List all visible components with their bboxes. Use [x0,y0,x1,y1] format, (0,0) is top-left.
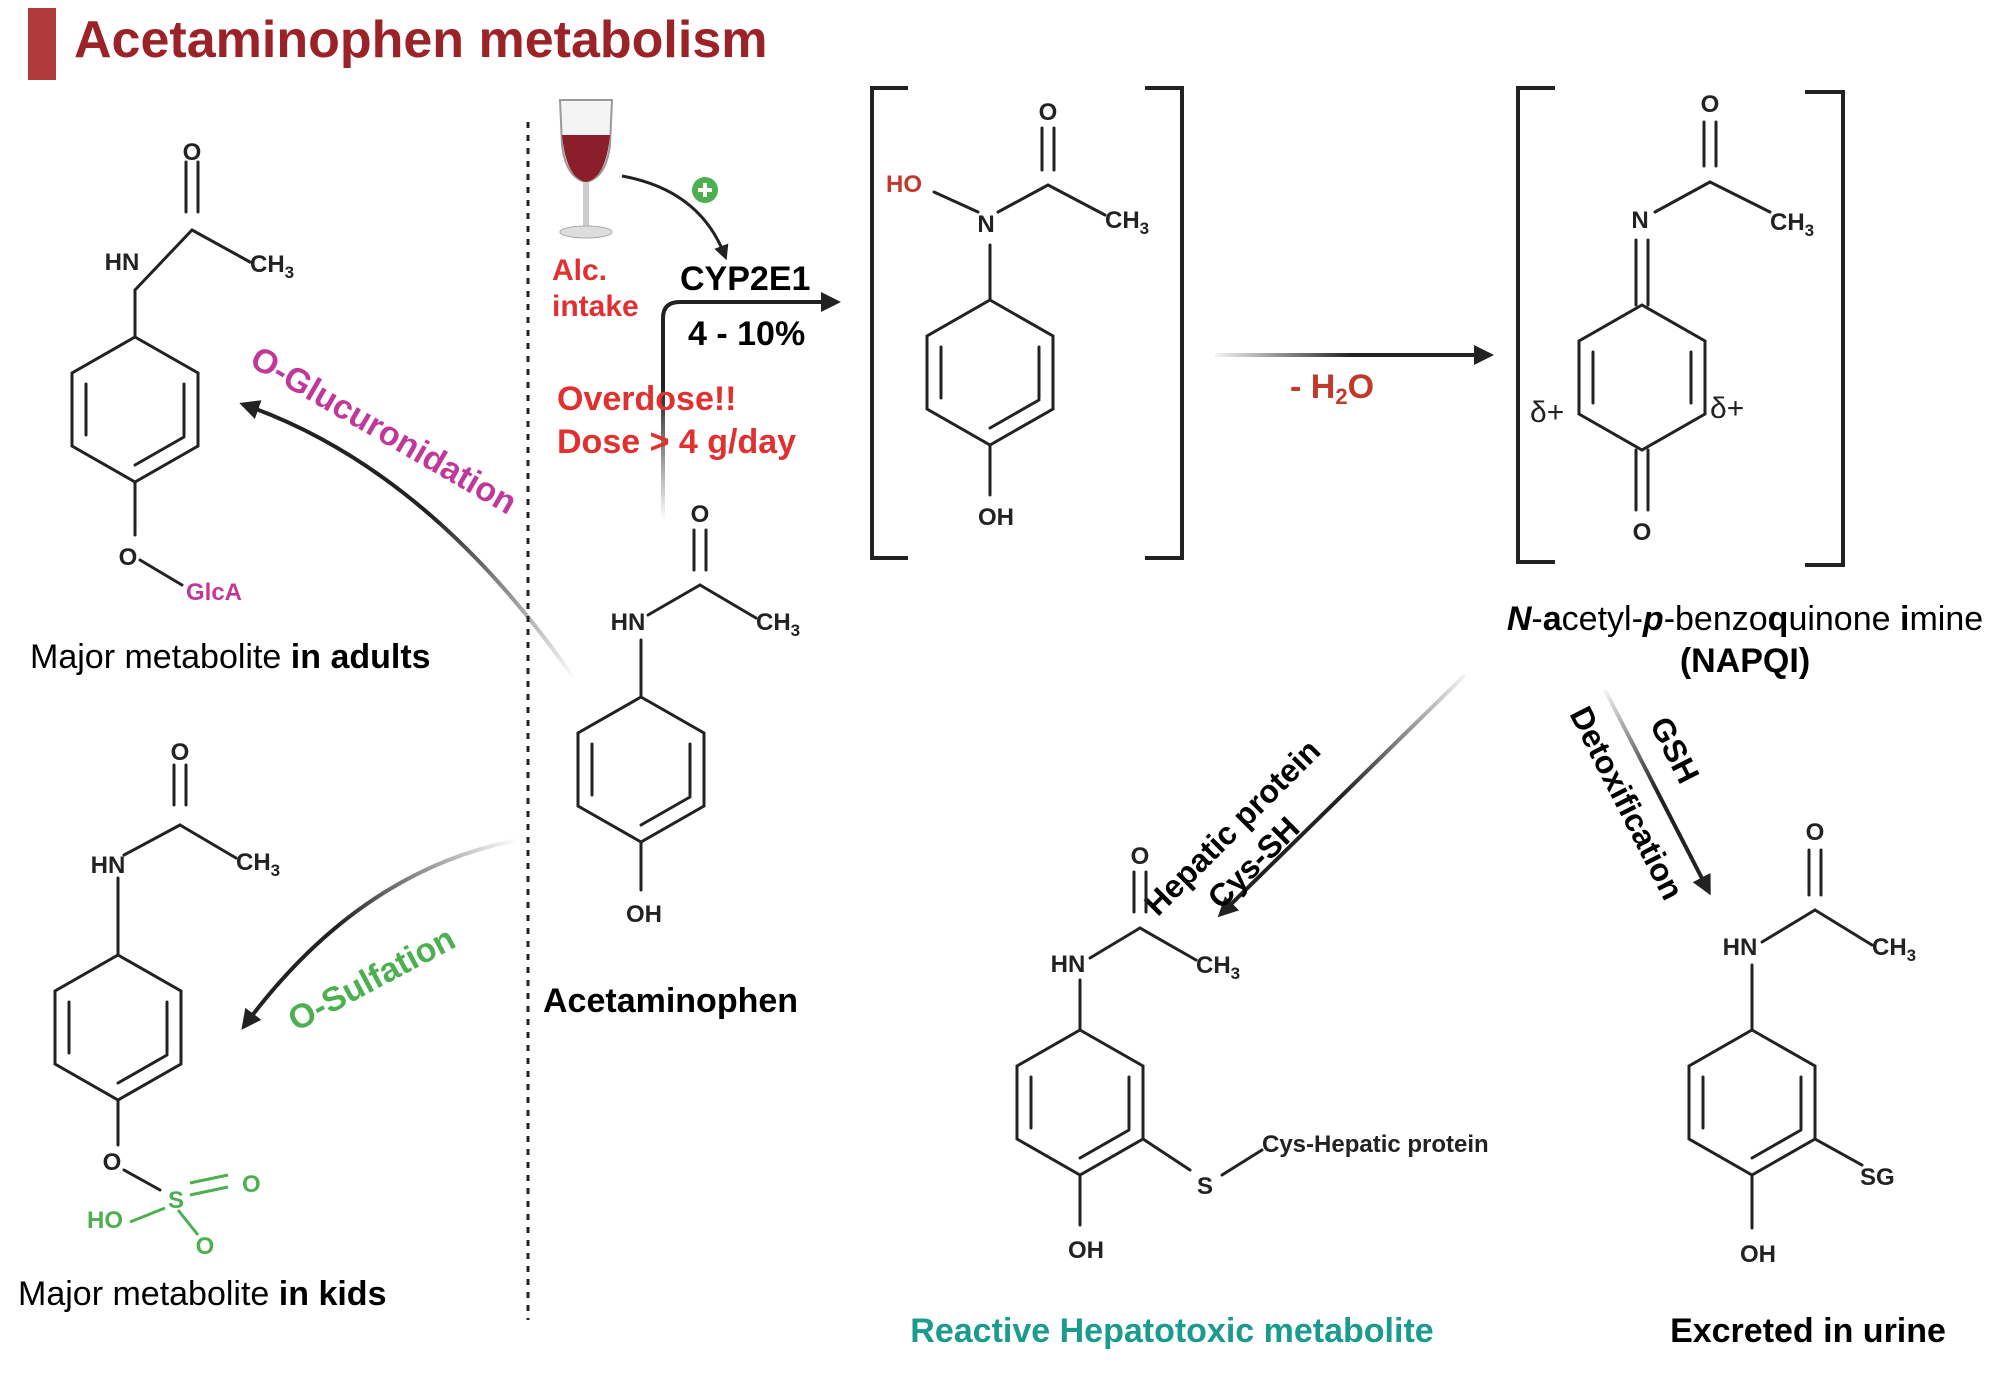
atom-s: S [168,1187,184,1214]
atom-glca: GlcA [186,579,242,606]
atom-ch: CH3 [756,609,800,640]
atom-o: O [242,1171,261,1198]
glucuronidation-label: O-Glucuronidation [244,339,523,522]
atom-o: O [183,139,202,166]
bracket-right-1 [1145,86,1184,560]
caption-reactive: Reactive Hepatotoxic metabolite [910,1312,1433,1350]
bracket-left-2 [1516,86,1555,564]
atom-ch: CH3 [1872,934,1916,965]
glucuronidation-arrow [239,400,577,682]
atom-ch: CH3 [1196,952,1240,983]
overdose-label-line2: Dose > 4 g/day [557,423,796,461]
caption-kids: Major metabolite in kids [18,1275,386,1313]
enzyme-label: CYP2E1 [680,260,810,298]
atom-o: O [103,1149,122,1176]
atom-n: N [977,211,994,238]
sulfation-arrow [241,838,519,1030]
atom-hn: HN [1051,951,1086,978]
atom-oh: OH [626,901,662,928]
gsh-arrow [1603,689,1711,896]
atom-o: O [691,501,710,528]
svg-text:GSH: GSH [1643,711,1707,789]
atom-o: O [1633,519,1652,546]
hepatic-label: Hepatic protein Cys-SH [1137,732,1327,922]
overdose-label-line1: Overdose!! [557,380,737,418]
atom-oh: OH [1740,1241,1776,1268]
caption-acetaminophen: Acetaminophen [543,982,798,1020]
atom-o: O [171,739,190,766]
atom-cys-protein: Cys-Hepatic protein [1262,1131,1489,1158]
atom-hn: HN [1723,934,1758,961]
protein-adduct-structure: O HN CH3 S Cys-Hepatic protein OH [1015,843,1489,1264]
n-hydroxy-structure: O N CH3 HO OH [886,99,1149,531]
glucuronide-structure: O HN CH3 O GlcA [70,139,294,606]
atom-n: N [1631,207,1648,234]
alcohol-label-line2: intake [552,290,639,323]
percent-label: 4 - 10% [688,315,805,353]
atom-o: O [1806,819,1825,846]
atom-ch: CH3 [250,251,294,282]
atom-ho: HO [886,171,922,198]
hepatic-arrow [1217,673,1467,918]
atom-hn: HN [611,609,646,636]
atom-ch: CH3 [1105,207,1149,238]
gsh-conjugate-structure: O HN CH3 SG OH [1687,819,1916,1268]
sulfate-structure: O HN CH3 O S O O HO [53,739,280,1260]
atom-ho: HO [87,1207,123,1234]
atom-hn: HN [105,249,140,276]
plus-circle-icon [692,177,718,203]
caption-adults: Major metabolite in adults [30,638,431,676]
dehydration-label: - H2O [1290,368,1374,409]
delta-plus-left: δ+ [1530,396,1564,429]
page-title: Acetaminophen metabolism [74,11,768,69]
atom-o: O [196,1233,215,1260]
atom-oh: OH [978,504,1014,531]
caption-napqi-abbr: (NAPQI) [1680,642,1810,680]
atom-sg: SG [1860,1164,1895,1191]
napqi-structure: O N CH3 O δ+ δ+ [1530,91,1814,546]
caption-excreted: Excreted in urine [1670,1312,1946,1350]
caption-napqi-name: N-acetyl-p-benzoquinone imine [1507,600,1983,638]
atom-oh: OH [1068,1237,1104,1264]
atom-ch: CH3 [236,849,280,880]
atom-ch: CH3 [1770,209,1814,240]
alcohol-label-line1: Alc. [552,254,607,287]
atom-o: O [1701,91,1720,118]
delta-plus-right: δ+ [1710,392,1744,425]
atom-s: S [1197,1173,1213,1200]
title-accent-bar [28,8,56,80]
atom-o: O [1131,843,1150,870]
bracket-left-1 [870,86,908,560]
alcohol-arrow [621,174,729,261]
overdose-arrow [661,292,841,520]
atom-o: O [119,544,138,571]
bracket-right-2 [1805,90,1845,567]
gsh-label: GSH [1643,711,1707,789]
sulfation-label: O-Sulfation [282,920,462,1040]
atom-hn: HN [91,852,126,879]
atom-o: O [1039,99,1058,126]
wine-glass-icon [558,99,614,239]
acetaminophen-structure: O HN CH3 OH [576,501,800,928]
